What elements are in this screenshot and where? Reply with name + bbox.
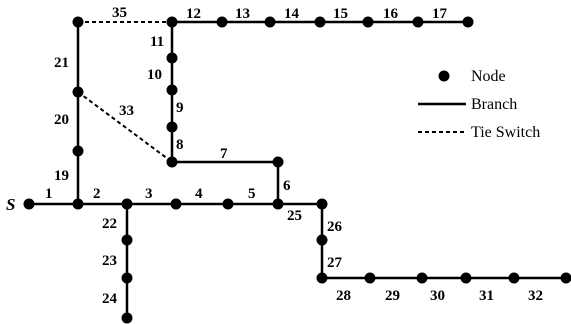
node-label-8: 8	[176, 137, 184, 153]
node-dot	[166, 52, 178, 64]
node-label-21: 21	[54, 55, 69, 71]
node-label-17: 17	[432, 6, 448, 22]
node-dot	[364, 272, 376, 284]
branch-lines	[29, 20, 566, 318]
node-dot	[272, 156, 284, 168]
legend-node-symbol	[438, 70, 450, 82]
node-dot	[264, 16, 276, 28]
node-label-14: 14	[284, 6, 300, 22]
node-dot	[460, 272, 472, 284]
node-label-10: 10	[147, 67, 162, 83]
node-label-28: 28	[336, 288, 351, 304]
node-label-20: 20	[54, 112, 69, 128]
node-dot	[314, 16, 326, 28]
node-dot	[166, 121, 178, 133]
tie-label-33: 33	[119, 103, 134, 119]
node-dot	[166, 84, 178, 96]
node-dot	[72, 198, 84, 210]
node-dot	[121, 198, 133, 210]
legend-node-label: Node	[471, 68, 506, 85]
node-dot	[508, 272, 520, 284]
node-dot	[560, 272, 571, 284]
node-dot	[316, 272, 328, 284]
node-dot	[121, 312, 133, 324]
node-label-9: 9	[176, 100, 184, 116]
node-label-31: 31	[479, 288, 494, 304]
node-dot	[222, 198, 234, 210]
node-dot	[412, 16, 424, 28]
branch-lateral-7-11	[170, 22, 280, 204]
tie-switch-33	[77, 91, 173, 163]
node-label-29: 29	[385, 288, 400, 304]
nodes	[23, 16, 571, 324]
node-dot	[362, 16, 374, 28]
node-label-30: 30	[430, 288, 445, 304]
node-label-16: 16	[383, 6, 399, 22]
node-label-24: 24	[102, 291, 118, 307]
node-label-4: 4	[195, 186, 203, 202]
node-dot	[72, 16, 84, 28]
node-dot	[272, 198, 284, 210]
node-label-12: 12	[186, 6, 201, 22]
node-label-1: 1	[45, 186, 53, 202]
node-dot	[121, 272, 133, 284]
node-label-6: 6	[283, 178, 291, 194]
node-dot	[216, 16, 228, 28]
tie-label-35: 35	[112, 5, 127, 21]
node-label-13: 13	[235, 6, 250, 22]
node-dot	[166, 156, 178, 168]
legend-branch-label: Branch	[471, 96, 517, 113]
labels: S 1 2 3 4 5 6 7 8 9 10 11 12 13 14 15 16…	[6, 5, 543, 307]
node-label-32: 32	[528, 288, 543, 304]
node-dot	[121, 234, 133, 246]
node-label-11: 11	[150, 34, 164, 50]
node-dot	[416, 272, 428, 284]
node-dot	[316, 234, 328, 246]
legend-tie-switch-label: Tie Switch	[471, 124, 540, 141]
node-dot	[316, 198, 328, 210]
node-label-15: 15	[333, 6, 348, 22]
node-dot	[462, 16, 474, 28]
node-dot	[166, 16, 178, 28]
node-label-19: 19	[54, 168, 69, 184]
node-label-2: 2	[93, 186, 101, 202]
node-dot	[72, 145, 84, 157]
node-label-26: 26	[327, 219, 343, 235]
node-label-27: 27	[327, 255, 343, 271]
node-dot	[23, 198, 35, 210]
node-label-5: 5	[248, 186, 256, 202]
node-label-22: 22	[102, 216, 117, 232]
node-dot	[72, 86, 84, 98]
legend: Node Branch Tie Switch	[418, 68, 540, 141]
source-label: S	[6, 195, 15, 214]
node-dot	[170, 198, 182, 210]
node-label-3: 3	[145, 186, 153, 202]
node-label-23: 23	[102, 253, 117, 269]
tie-switches	[77, 21, 173, 163]
node-label-25: 25	[287, 208, 302, 224]
node-label-7: 7	[220, 146, 228, 162]
